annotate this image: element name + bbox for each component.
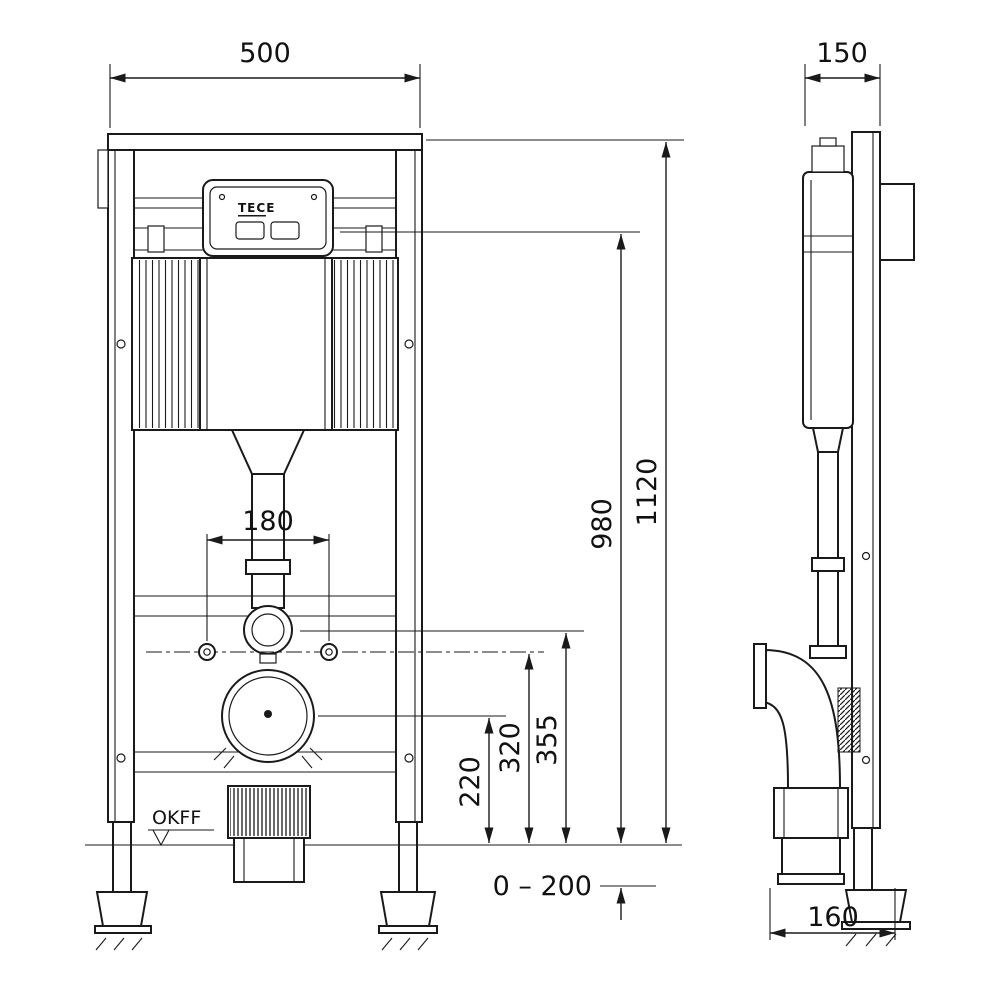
side-outlet-socket — [773, 787, 849, 839]
dim-height-220: 220 — [318, 715, 506, 843]
drain-socket — [213, 669, 323, 769]
left-foot — [95, 891, 149, 927]
side-flush-pipe-upper — [817, 451, 839, 559]
dim-width-500: 500 — [109, 38, 421, 128]
flush-button-large — [270, 221, 300, 240]
dim-height-320: 320 — [495, 654, 534, 843]
flush-button-small — [235, 221, 265, 240]
drain-center-mark — [264, 710, 272, 718]
dim-label-total-height: 1120 — [632, 458, 663, 527]
rail-screw-icon — [116, 753, 126, 763]
side-pipe-coupling — [811, 557, 845, 572]
cistern-tank — [199, 257, 333, 431]
elbow-stub — [259, 653, 277, 664]
fill-valve-cap — [819, 137, 837, 147]
side-flush-funnel — [811, 427, 845, 453]
right-foot — [379, 891, 437, 927]
dim-label-depth: 150 — [816, 38, 868, 69]
side-cistern — [802, 137, 854, 429]
flush-plate-face — [209, 186, 327, 250]
floor-marker: OKFF — [148, 807, 214, 847]
dim-label-drain-height: 220 — [455, 756, 486, 808]
flush-plate: TECE — [202, 179, 334, 257]
wall-sleeve-hatch — [837, 687, 861, 753]
frame — [94, 133, 438, 951]
left-leg — [112, 821, 132, 893]
rail-screw-icon — [116, 339, 126, 349]
rail-screw-icon — [404, 339, 414, 349]
wall-bracket — [879, 183, 915, 261]
flush-pipe-lower — [251, 573, 285, 609]
dim-label-adjustment-range: 0 – 200 — [493, 871, 592, 902]
dimensions: 500 150 1120 980 355 320 220 180 — [109, 38, 896, 940]
side-pipe-coupling — [809, 645, 847, 659]
ground-hatch — [845, 933, 897, 947]
dim-label-flush-bend-height: 355 — [532, 714, 563, 766]
frame-right-rail — [395, 149, 423, 823]
front-view: TECE — [85, 133, 682, 951]
side-outlet-flange — [777, 873, 845, 885]
clamp-left — [213, 747, 235, 769]
rail-screw-icon — [861, 755, 871, 765]
right-foot-base — [378, 925, 438, 934]
ground-hatch — [95, 937, 143, 951]
outlet-block-hatch — [230, 788, 308, 836]
side-rail — [851, 131, 881, 829]
bar-clip-left — [147, 225, 165, 253]
dim-label-panel-height: 980 — [587, 498, 618, 550]
fixing-hole-center — [203, 648, 211, 656]
dim-range-0-200: 0 – 200 — [493, 871, 656, 920]
pipe-coupling — [245, 559, 291, 575]
cistern — [131, 257, 399, 431]
bottom-outlet — [227, 785, 311, 883]
left-foot-base — [94, 925, 152, 934]
side-outlet-lower — [781, 837, 841, 875]
flush-elbow-inner — [251, 613, 285, 647]
rail-screw-icon — [861, 551, 871, 561]
dim-height-980: 980 — [340, 231, 640, 843]
flush-pipe — [230, 429, 306, 609]
fixing-point-right — [320, 643, 338, 661]
side-leg — [853, 827, 873, 891]
dim-height-1120: 1120 — [426, 139, 684, 843]
frame-left-rail — [107, 149, 135, 823]
bend-inlet-flare — [753, 643, 767, 709]
bar-clip-right — [365, 225, 383, 253]
dim-label-fixing-spacing: 180 — [242, 506, 294, 537]
frame-top-rail — [107, 133, 423, 151]
rail-screw-icon — [404, 753, 414, 763]
dim-base-160: 160 — [769, 888, 896, 940]
side-flush-pipe-lower — [817, 570, 839, 647]
side-flush-pipe — [809, 427, 847, 659]
clamp-right — [301, 747, 323, 769]
flush-elbow — [243, 605, 293, 664]
logo-subtext-mark — [238, 215, 266, 217]
okff-label: OKFF — [152, 807, 201, 829]
brand-logo: TECE — [238, 201, 275, 215]
dim-depth-150: 150 — [804, 38, 881, 126]
outlet-socket — [233, 837, 305, 883]
dim-spacing-180: 180 — [206, 506, 330, 641]
side-drain-bend — [753, 643, 861, 885]
plate-screw-icon — [310, 193, 318, 201]
drain-bend-pipe — [763, 648, 842, 789]
floor-level-triangle-icon — [152, 829, 170, 847]
fill-valve — [811, 145, 845, 173]
dim-label-base-depth: 160 — [807, 902, 859, 933]
fixing-hole-center — [325, 648, 333, 656]
fixing-point-left — [198, 643, 216, 661]
right-leg — [398, 821, 418, 893]
dim-height-355: 355 — [300, 630, 584, 843]
flush-funnel — [230, 429, 306, 475]
dim-label-front-width: 500 — [239, 38, 291, 69]
plate-screw-icon — [218, 193, 226, 201]
ground-hatch — [381, 937, 429, 951]
dim-label-fixing-height: 320 — [495, 722, 526, 774]
flush-pipe-upper — [251, 473, 285, 561]
side-view — [753, 131, 915, 947]
left-rail-bracket — [97, 149, 109, 209]
side-frame — [841, 131, 915, 947]
